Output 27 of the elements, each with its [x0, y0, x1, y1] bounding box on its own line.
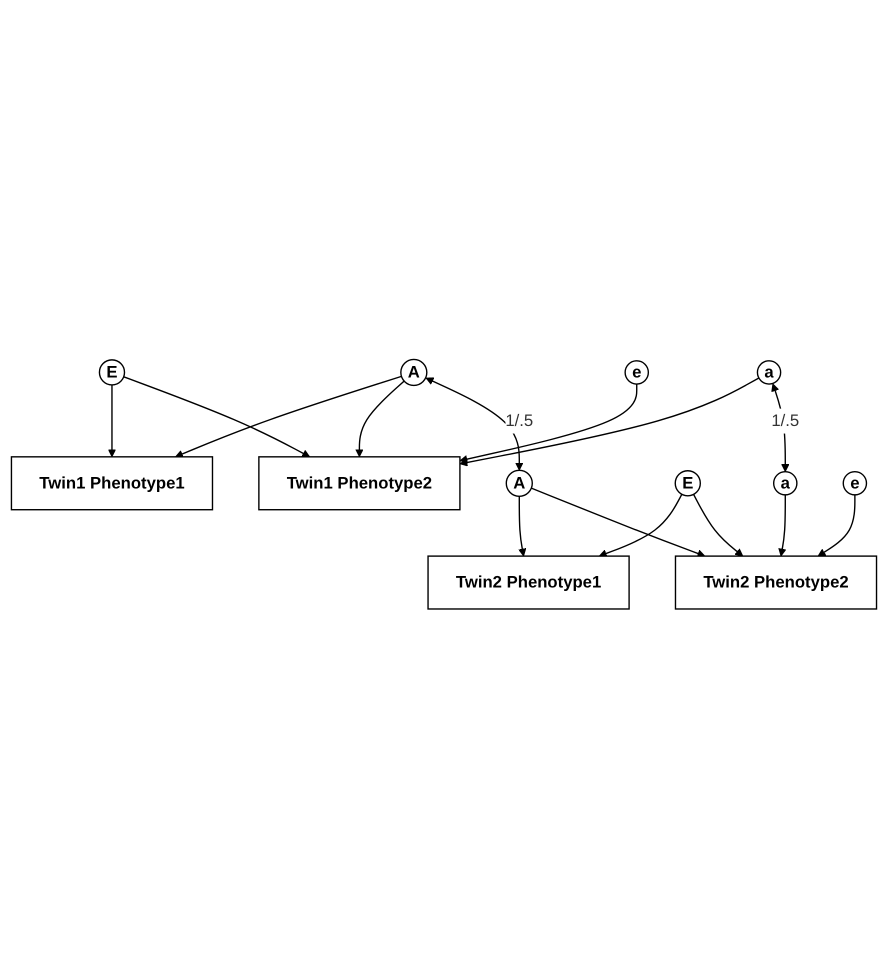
node-box: Twin2 Phenotype1: [427, 555, 630, 610]
arrow: [692, 494, 744, 556]
arrow: [598, 494, 682, 558]
node-box: Twin2 Phenotype2: [674, 555, 878, 610]
node-circle: A: [506, 469, 533, 497]
arrow: [818, 494, 856, 556]
node-box: Twin1 Phenotype1: [10, 456, 214, 510]
node-circle: e: [842, 470, 868, 496]
edge-label: 1/.5: [505, 411, 534, 430]
arrow: [460, 377, 760, 466]
arrow: [175, 376, 402, 458]
arrow: [531, 487, 706, 558]
arrow: [778, 494, 786, 556]
node-box: Twin1 Phenotype2: [258, 456, 461, 510]
arrow: [123, 376, 310, 457]
arrow: [108, 384, 116, 457]
node-circle: a: [773, 470, 798, 496]
arrow: [426, 377, 524, 470]
edge-label: 1/.5: [771, 411, 800, 430]
node-circle: e: [624, 360, 650, 384]
node-circle: E: [674, 470, 702, 496]
arrow: [460, 384, 638, 463]
node-circle: E: [98, 358, 126, 386]
node-circle: a: [756, 360, 782, 384]
arrow: [518, 496, 526, 556]
arrow: [355, 380, 405, 457]
node-circle: A: [400, 358, 428, 386]
